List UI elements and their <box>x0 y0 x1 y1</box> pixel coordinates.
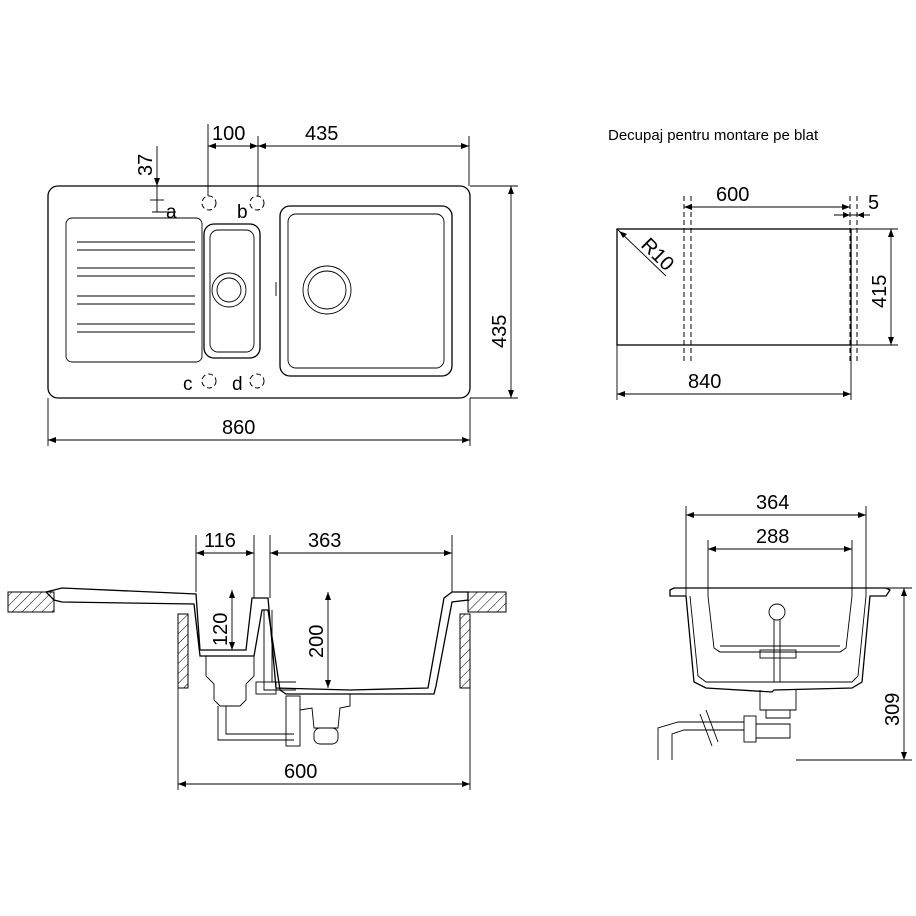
worktop-left <box>7 591 55 613</box>
cutout-caption: Decupaj pentru montare pe blat <box>608 127 819 144</box>
dim-600: 600 <box>716 184 749 206</box>
main-bowl-drain <box>302 265 352 315</box>
dim-860: 860 <box>222 417 255 439</box>
tap-hole-b <box>249 195 265 211</box>
dim-435-top: 435 <box>305 123 338 145</box>
dim-288: 288 <box>756 526 789 548</box>
cabinet-wall-left <box>177 613 189 689</box>
drainer-ribs <box>77 241 195 333</box>
dim-435-right: 435 <box>489 315 511 348</box>
dim-309: 309 <box>882 693 904 726</box>
sink-profile <box>44 587 469 695</box>
hole-label-d: d <box>232 374 243 395</box>
dim-363: 363 <box>308 530 341 552</box>
main-bowl <box>279 205 453 377</box>
dim-120: 120 <box>210 613 232 646</box>
side-profile <box>669 587 891 693</box>
hole-label-c: c <box>183 374 193 395</box>
worktop-right <box>467 591 507 613</box>
dim-600-cabinet: 600 <box>284 761 317 783</box>
dim-r10: R10 <box>636 234 678 276</box>
main-bowl-inner <box>287 213 445 369</box>
hole-label-b: b <box>237 202 248 223</box>
front-section: 116 363 120 200 600 <box>7 530 507 790</box>
top-view: a b c d 37 100 435 435 860 <box>47 123 518 446</box>
hole-label-a: a <box>166 202 177 223</box>
waste-trap <box>205 656 255 707</box>
dim-200: 200 <box>306 625 328 658</box>
dim-37: 37 <box>135 154 157 176</box>
overflow-hole <box>768 603 786 621</box>
cutout-view: R10 600 5 415 840 <box>616 184 898 400</box>
sink-outline <box>47 185 471 399</box>
small-bowl-drain <box>211 272 247 308</box>
drainer-area <box>65 217 203 363</box>
side-section: 364 288 309 <box>657 492 912 761</box>
cutout-outline <box>616 228 852 346</box>
tap-hole-a <box>201 195 217 211</box>
dim-116: 116 <box>204 530 236 552</box>
dim-5: 5 <box>868 192 879 214</box>
tap-hole-d <box>249 373 265 389</box>
dim-415: 415 <box>869 275 891 308</box>
dim-364: 364 <box>756 492 789 514</box>
small-bowl <box>203 223 261 359</box>
dim-840: 840 <box>688 371 721 393</box>
small-bowl-inner <box>209 229 255 353</box>
cabinet-wall-right <box>459 613 471 689</box>
dim-100: 100 <box>212 123 245 145</box>
tap-hole-c <box>201 373 217 389</box>
